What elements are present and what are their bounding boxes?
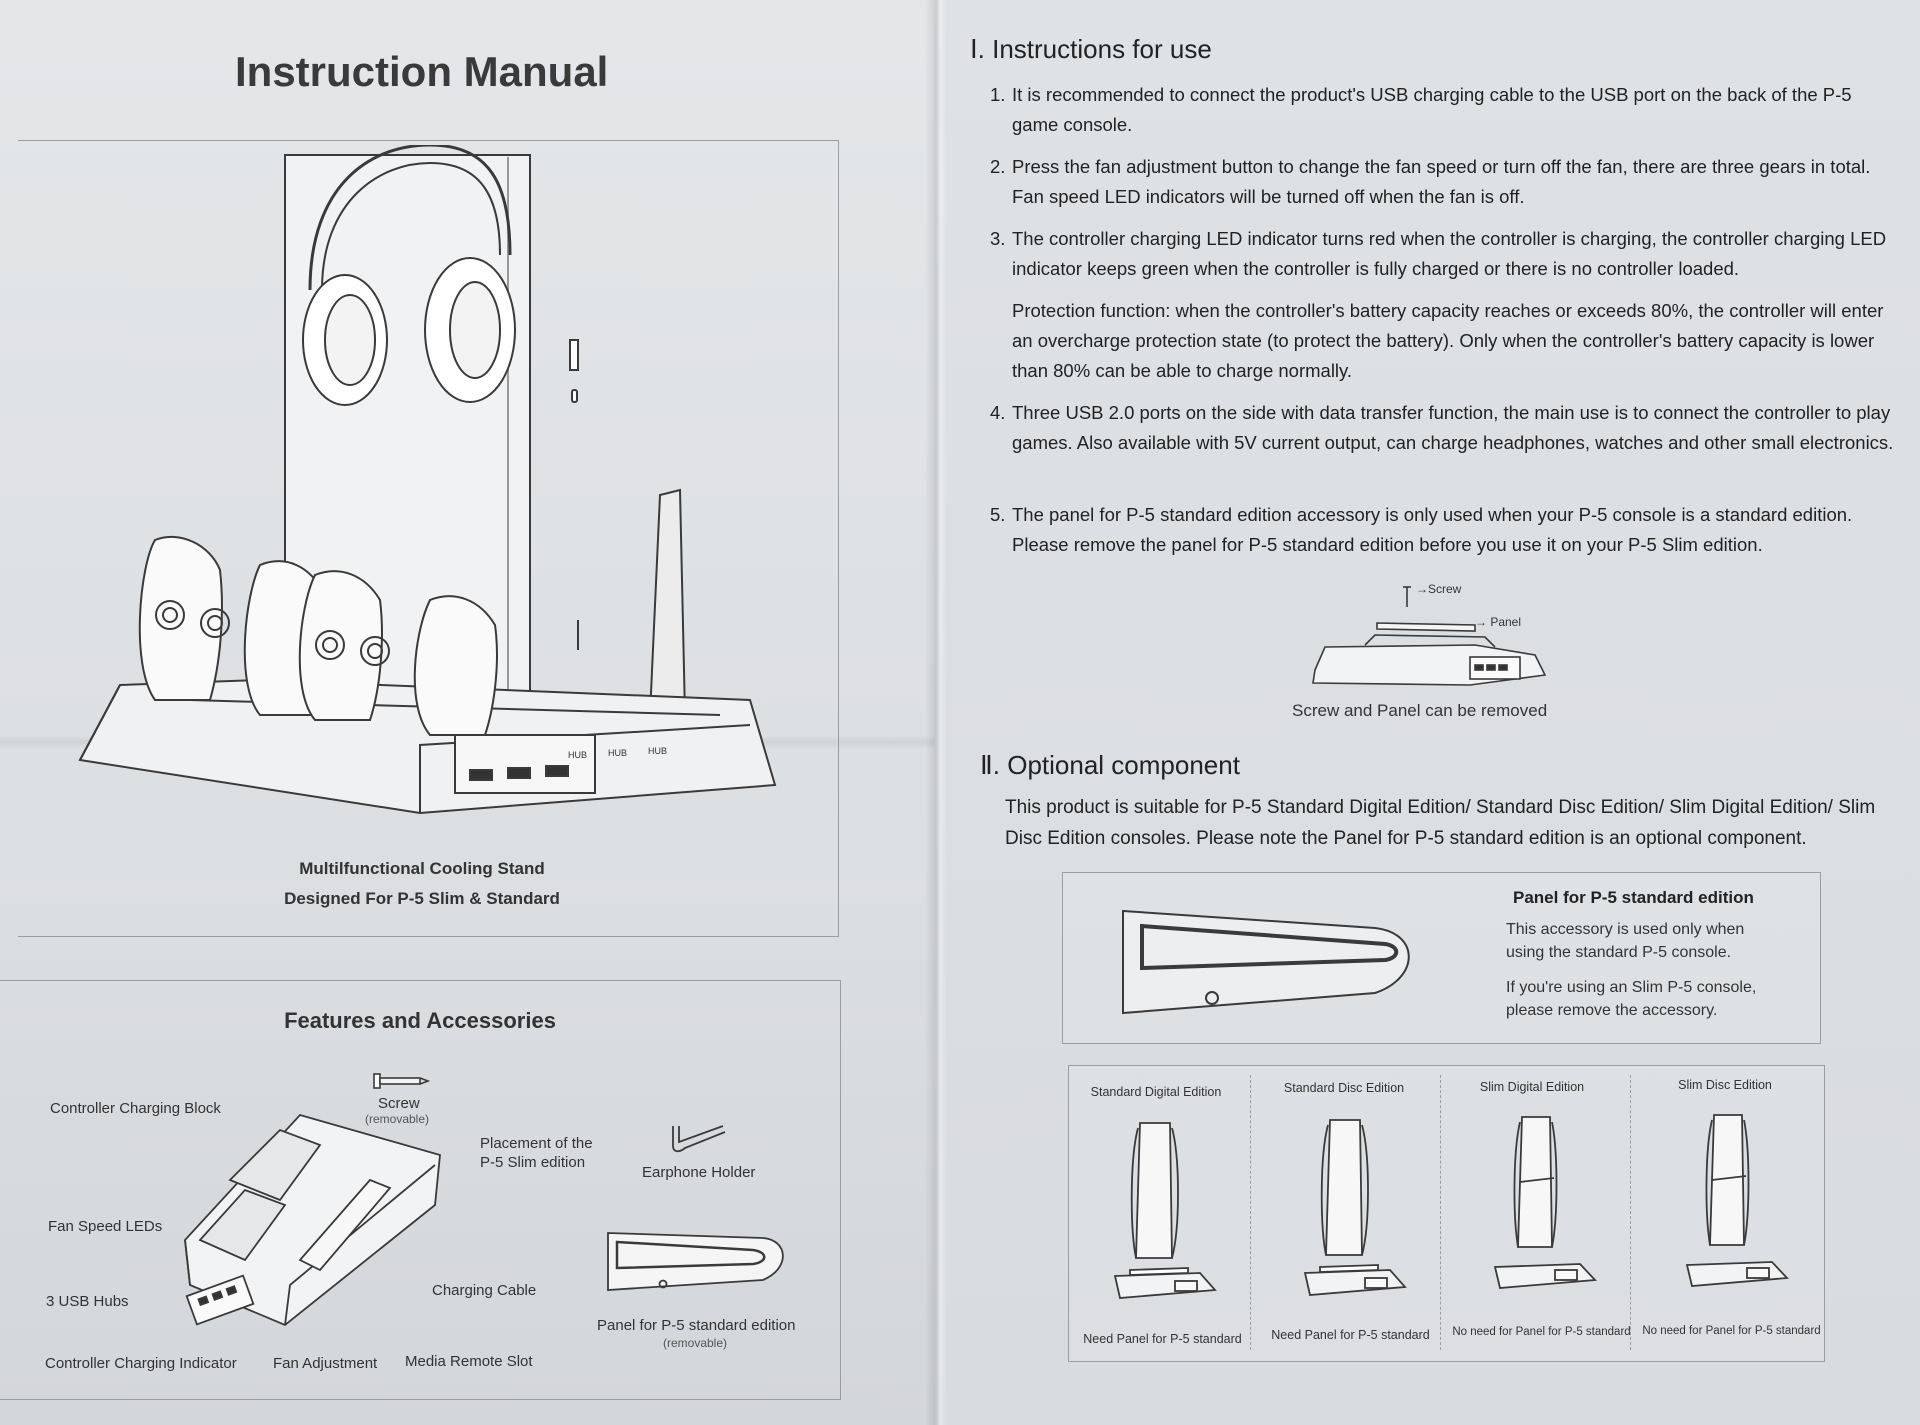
instruction-item: 5. The panel for P-5 standard edition ac… xyxy=(990,504,1853,555)
edition-note: Need Panel for P-5 standard xyxy=(1271,1328,1430,1342)
diagram-panel-label: → Panel xyxy=(1475,615,1522,629)
label-controller-charging-indicator: Controller Charging Indicator xyxy=(45,1355,237,1372)
label-charging-cable: Charging Cable xyxy=(432,1282,537,1299)
hub-label: HUB xyxy=(648,746,668,756)
features-title: Features and Accessories xyxy=(284,1008,556,1033)
stand-caption-line1: Multilfunctional Cooling Stand xyxy=(299,859,545,878)
edition-note: No need for Panel for P-5 standard xyxy=(1452,1326,1631,1338)
controller-icon xyxy=(413,595,498,736)
label-panel-standard: Panel for P-5 standard edition xyxy=(597,1317,796,1334)
standard-panel-icon xyxy=(607,1232,784,1291)
label-screw: Screw xyxy=(378,1095,420,1112)
instruction-item: 4. Three USB 2.0 ports on the side with … xyxy=(990,402,1894,453)
label-placement-line2: P-5 Slim edition xyxy=(480,1154,586,1171)
edition-title: Standard Digital Edition xyxy=(1090,1085,1222,1099)
panel-box-heading: Panel for P-5 standard edition xyxy=(1513,888,1754,907)
standard-panel-icon xyxy=(1122,909,1410,1015)
stand-top-view-illustration xyxy=(184,1113,441,1327)
label-placement-line1: Placement of the xyxy=(480,1135,593,1152)
stand-caption-line2: Designed For P-5 Slim & Standard xyxy=(284,889,560,908)
edition-title: Slim Disc Edition xyxy=(1678,1078,1772,1092)
label-usb-hubs: 3 USB Hubs xyxy=(46,1293,129,1310)
controller-icon xyxy=(138,535,230,701)
edition-title: Standard Disc Edition xyxy=(1283,1081,1405,1095)
section2-title: Ⅱ. Optional component xyxy=(980,750,1240,781)
manual-title: Instruction Manual xyxy=(235,48,609,95)
editions-divider xyxy=(1630,1075,1631,1350)
instruction-item: 3. The controller charging LED indicator… xyxy=(990,228,1887,279)
console-standard-digital-icon xyxy=(1113,1122,1217,1299)
panel-box-line4: please remove the accessory. xyxy=(1506,1002,1718,1019)
diagram-screw-label: →Screw xyxy=(1416,582,1462,596)
stand-illustration-frame xyxy=(18,140,839,937)
screw-icon xyxy=(373,1073,431,1089)
usb-hub-panel xyxy=(454,734,596,794)
edition-note: No need for Panel for P-5 standard xyxy=(1642,1325,1821,1337)
label-fan-adjustment: Fan Adjustment xyxy=(273,1355,378,1372)
label-panel-note: (removable) xyxy=(663,1336,728,1350)
optional-component-text: This product is suitable for P-5 Standar… xyxy=(1005,797,1876,849)
earphone-holder-icon xyxy=(672,1125,726,1153)
page-fold xyxy=(925,0,947,1425)
panel-box-line3: If you're using an Slim P-5 console, xyxy=(1506,979,1757,996)
section2-numeral: Ⅱ xyxy=(980,750,993,780)
console-slim-digital-icon xyxy=(1493,1116,1597,1289)
right-page xyxy=(935,0,1920,1425)
panel-box-line2: using the standard P-5 console. xyxy=(1506,944,1732,961)
panel-box-line1: This accessory is used only when xyxy=(1506,921,1745,938)
label-media-remote-slot: Media Remote Slot xyxy=(405,1353,533,1370)
console-standard-disc-icon xyxy=(1303,1119,1407,1296)
editions-divider xyxy=(1250,1075,1251,1350)
label-controller-charging-block: Controller Charging Block xyxy=(50,1100,221,1117)
label-fan-speed-leds: Fan Speed LEDs xyxy=(48,1218,163,1235)
cooling-stand-illustration xyxy=(78,145,777,815)
screw-panel-diagram xyxy=(1312,586,1547,686)
controller-icon xyxy=(298,570,390,721)
editions-box xyxy=(1068,1065,1825,1362)
features-frame xyxy=(0,980,841,1400)
instruction-item: 2. Press the fan adjustment button to ch… xyxy=(990,156,1871,207)
section1-heading: . Instructions for use xyxy=(977,34,1212,64)
section2-heading: . Optional component xyxy=(992,750,1240,780)
protection-function-text: Protection function: when the controller… xyxy=(1012,300,1884,381)
hub-label: HUB xyxy=(608,748,628,758)
label-screw-note: (removable) xyxy=(365,1112,430,1126)
edition-note: Need Panel for P-5 standard xyxy=(1083,1332,1242,1346)
headphones-icon xyxy=(302,145,516,406)
section1-title: Ⅰ. Instructions for use xyxy=(970,34,1212,65)
diagram-caption: Screw and Panel can be removed xyxy=(1292,701,1548,720)
edition-title: Slim Digital Edition xyxy=(1479,1080,1585,1094)
label-earphone-holder: Earphone Holder xyxy=(642,1164,756,1181)
hub-label: HUB xyxy=(568,750,588,760)
section1-numeral: Ⅰ xyxy=(970,34,978,64)
console-slim-disc-icon xyxy=(1685,1114,1789,1287)
instruction-item: 1. It is recommended to connect the prod… xyxy=(990,84,1852,135)
editions-divider xyxy=(1440,1075,1441,1350)
